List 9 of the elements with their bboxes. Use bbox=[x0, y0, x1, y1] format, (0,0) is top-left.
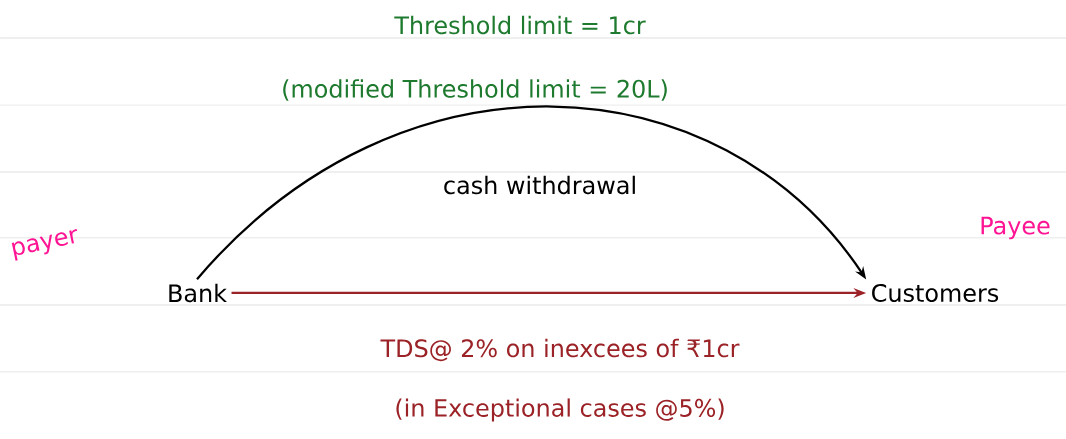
role-label: payer bbox=[11, 229, 78, 261]
note-text: TDS@ 2% on inexcees of ₹1cr bbox=[380, 338, 740, 362]
note-text: (modified Threshold limit = 20L) bbox=[283, 79, 667, 101]
node-label: Customers bbox=[872, 283, 999, 302]
role-label: Payee bbox=[981, 216, 1050, 240]
title: Threshold limit = 1cr bbox=[394, 15, 646, 35]
note-text: (in Exceptional cases @5%) bbox=[396, 398, 724, 422]
edge-label: cash withdrawal bbox=[441, 174, 639, 196]
node-label: Bank bbox=[169, 283, 227, 303]
